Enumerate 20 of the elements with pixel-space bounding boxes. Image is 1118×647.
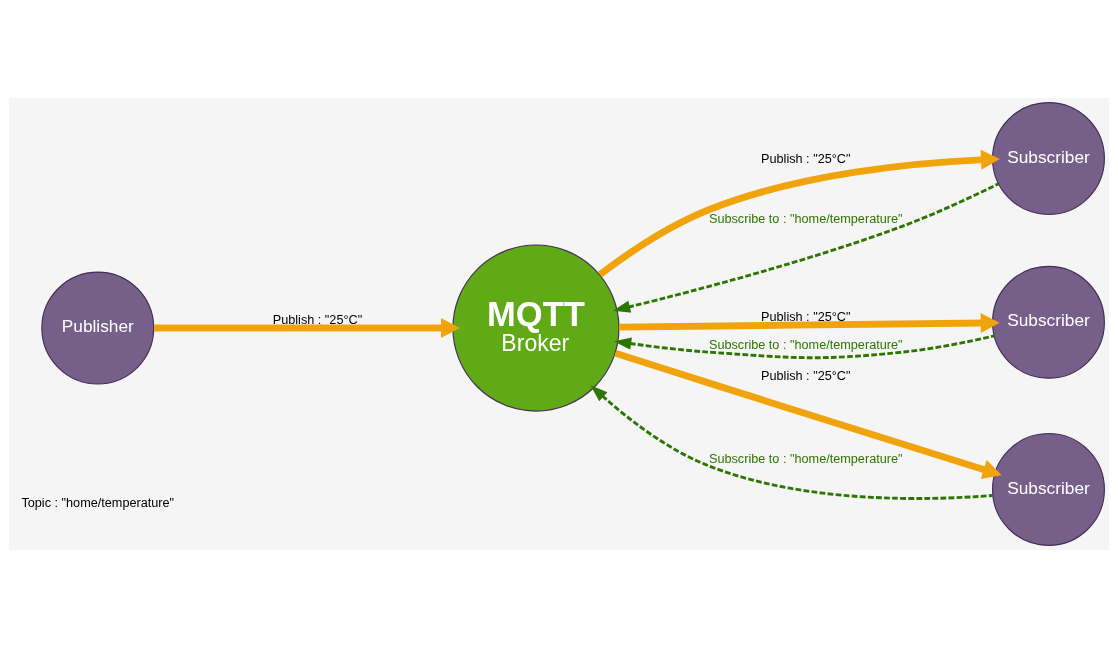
arrow xyxy=(619,312,1000,333)
edge-label: Subscribe to : "home/temperature" xyxy=(708,211,903,226)
edge-label: Publish : "25°C" xyxy=(272,312,363,327)
arrow xyxy=(597,149,1000,277)
arrow xyxy=(614,349,1002,479)
edge-label: Subscribe to : "home/temperature" xyxy=(708,337,903,352)
node-circle: Subscriber xyxy=(991,101,1105,215)
edge-label: Publish : "25°C" xyxy=(761,309,851,324)
arrow xyxy=(612,182,999,313)
node-circle: MQTT Broker xyxy=(452,243,620,412)
arrow xyxy=(590,384,993,500)
edge-label: Subscribe to : "home/temperature" xyxy=(708,451,903,466)
label: Topic : "home/temperature" xyxy=(21,495,175,510)
node-circle: Publisher xyxy=(41,271,155,385)
node-circle: Subscriber xyxy=(991,265,1105,379)
edge-label: Publish : "25°C" xyxy=(761,151,851,166)
arrow xyxy=(154,317,460,338)
arrow xyxy=(613,334,995,359)
edge-label: Publish : "25°C" xyxy=(761,368,851,383)
node-circle: Subscriber xyxy=(991,432,1105,546)
